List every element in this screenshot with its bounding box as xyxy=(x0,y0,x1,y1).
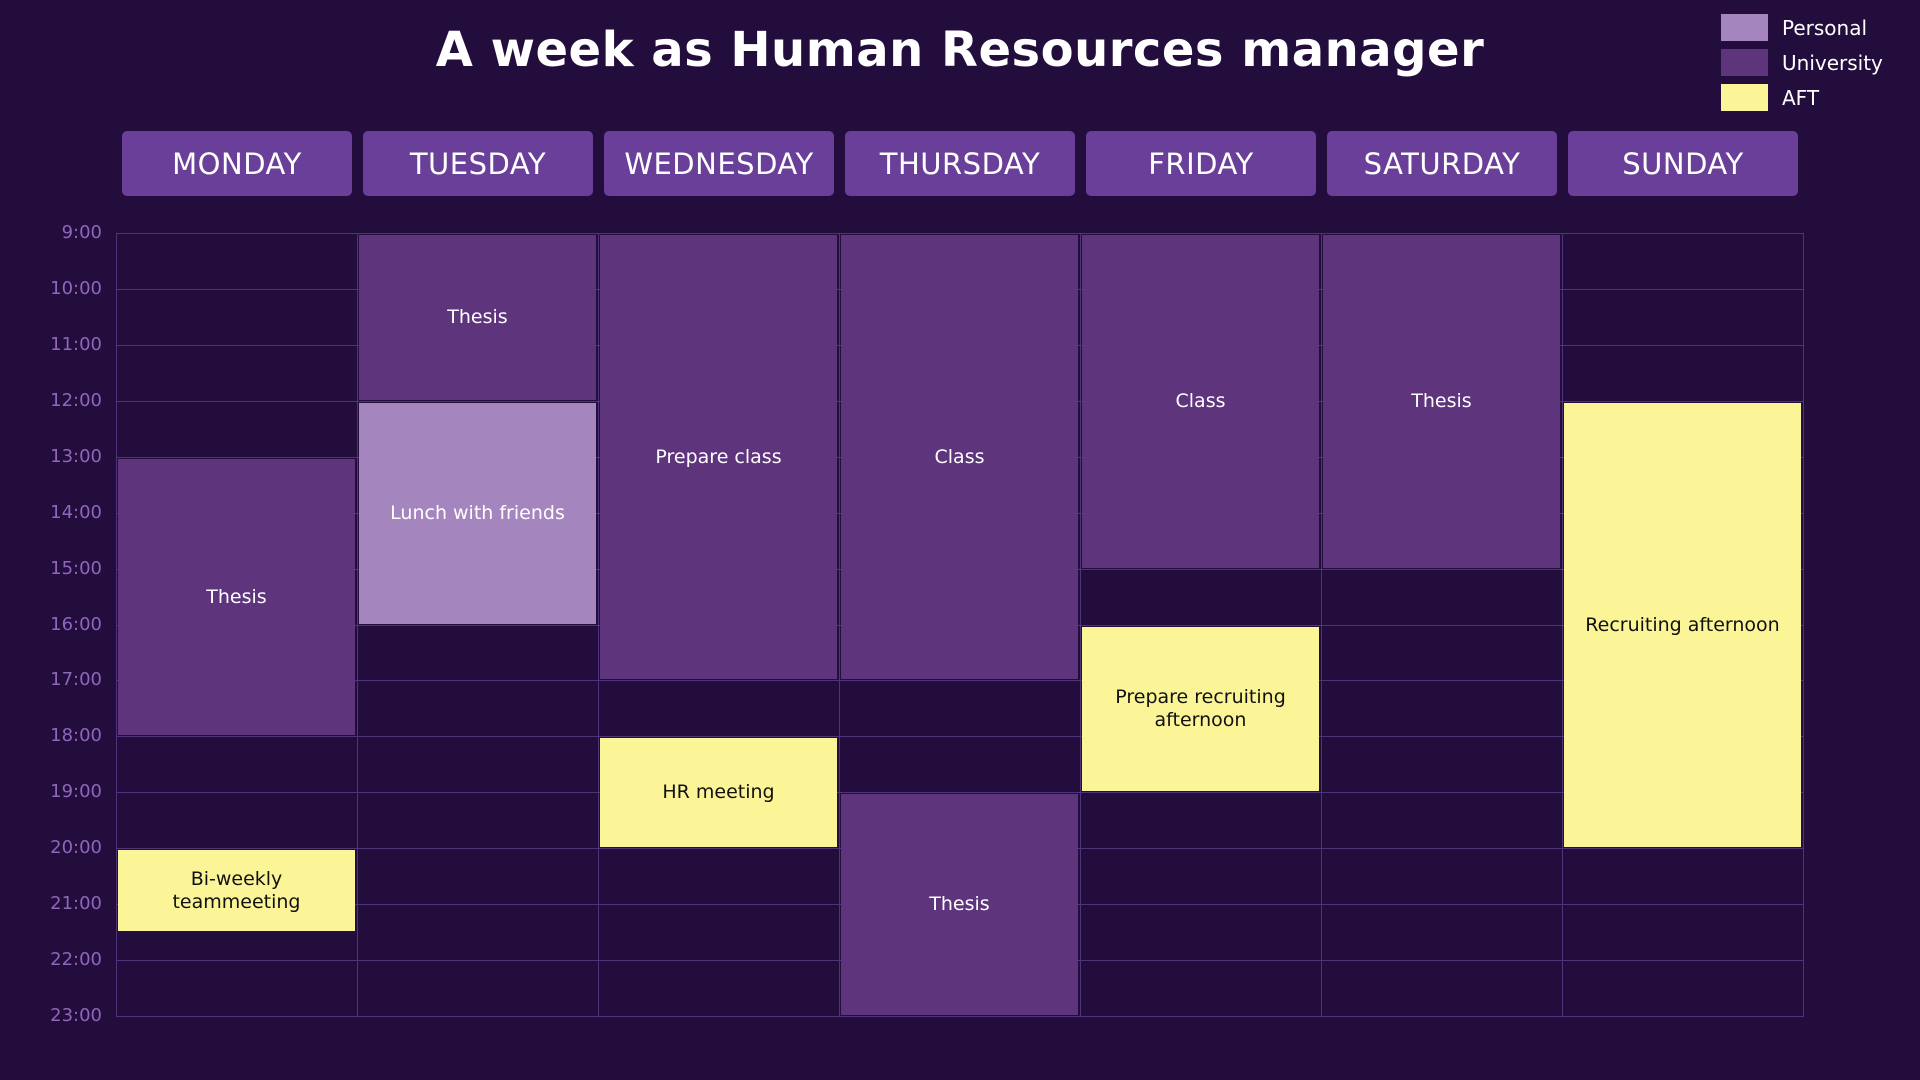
legend-swatch xyxy=(1721,14,1768,41)
time-label: 13:00 xyxy=(50,445,102,467)
legend-label: AFT xyxy=(1782,86,1820,110)
grid-vline xyxy=(116,233,117,1016)
grid-hline xyxy=(116,792,1804,793)
day-header-saturday: SATURDAY xyxy=(1327,131,1557,196)
grid-vline xyxy=(598,233,599,1016)
grid-vline xyxy=(357,233,358,1016)
day-header-sunday: SUNDAY xyxy=(1568,131,1798,196)
grid-hline xyxy=(116,736,1804,737)
time-label: 21:00 xyxy=(50,893,102,915)
grid-vline xyxy=(1562,233,1563,1016)
time-label: 22:00 xyxy=(50,949,102,971)
time-label: 12:00 xyxy=(50,389,102,411)
grid-hline xyxy=(116,1016,1804,1017)
day-header-tuesday: TUESDAY xyxy=(363,131,593,196)
event-block-aft[interactable]: Prepare recruiting afternoon xyxy=(1082,626,1319,792)
time-label: 17:00 xyxy=(50,669,102,691)
legend-item-aft: AFT xyxy=(1721,84,1920,114)
time-label: 19:00 xyxy=(50,781,102,803)
time-label: 9:00 xyxy=(61,222,102,243)
time-label: 15:00 xyxy=(50,557,102,579)
grid-hline xyxy=(116,233,1804,234)
grid-hline xyxy=(116,680,1804,681)
grid-vline xyxy=(1080,233,1081,1016)
event-block-aft[interactable]: HR meeting xyxy=(600,738,837,848)
grid-vline xyxy=(1321,233,1322,1016)
day-header-monday: MONDAY xyxy=(122,131,352,196)
time-label: 18:00 xyxy=(50,725,102,747)
day-header-friday: FRIDAY xyxy=(1086,131,1316,196)
time-label: 20:00 xyxy=(50,837,102,859)
page-title: A week as Human Resources manager xyxy=(435,22,1485,78)
time-label: 11:00 xyxy=(50,333,102,355)
grid-vline xyxy=(839,233,840,1016)
event-block-university[interactable]: Class xyxy=(1082,235,1319,568)
event-block-university[interactable]: Thesis xyxy=(359,235,596,400)
event-block-university[interactable]: Thesis xyxy=(118,458,355,736)
day-header-thursday: THURSDAY xyxy=(845,131,1075,196)
time-label: 14:00 xyxy=(50,501,102,523)
legend-swatch xyxy=(1721,49,1768,76)
grid-vline xyxy=(1803,233,1804,1016)
event-block-university[interactable]: Prepare class xyxy=(600,235,837,680)
event-block-aft[interactable]: Bi-weekly teammeeting xyxy=(118,850,355,932)
legend-label: Personal xyxy=(1782,16,1868,40)
event-block-university[interactable]: Thesis xyxy=(1323,235,1560,568)
day-header-wednesday: WEDNESDAY xyxy=(604,131,834,196)
event-block-aft[interactable]: Recruiting afternoon xyxy=(1564,402,1801,848)
time-label: 16:00 xyxy=(50,613,102,635)
event-block-personal[interactable]: Lunch with friends xyxy=(359,402,596,624)
time-label: 10:00 xyxy=(50,277,102,299)
legend-swatch xyxy=(1721,84,1768,111)
legend-item-personal: Personal xyxy=(1721,14,1920,44)
event-block-university[interactable]: Class xyxy=(841,235,1078,680)
legend-label: University xyxy=(1782,51,1883,75)
event-block-university[interactable]: Thesis xyxy=(841,794,1078,1016)
legend-item-university: University xyxy=(1721,49,1920,79)
time-label: 23:00 xyxy=(50,1005,102,1027)
